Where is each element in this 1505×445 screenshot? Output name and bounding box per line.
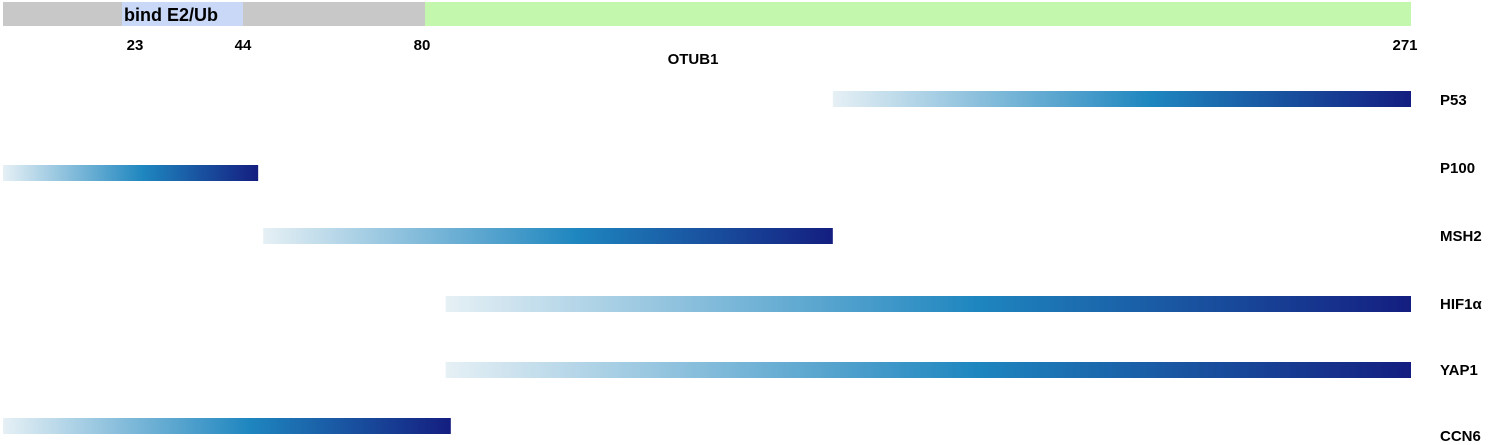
bar-p100 (3, 165, 259, 181)
protein-track: bind E2/Ub (3, 2, 1411, 26)
bind-e2-ub-label: bind E2/Ub (124, 5, 218, 25)
protein-name: OTUB1 (668, 51, 719, 68)
label-msh2: MSH2 (1440, 228, 1482, 245)
label-p100: P100 (1440, 160, 1475, 177)
label-p53: P53 (1440, 92, 1467, 109)
position-ticks: 23 44 80 271 (127, 37, 1418, 54)
otu-domain (425, 2, 1411, 26)
bar-ccn6 (3, 418, 451, 434)
interactor-bars (3, 91, 1412, 434)
tick-44: 44 (235, 37, 252, 54)
interactor-labels: P53 P100 MSH2 HIF1α YAP1 CCN6 (1440, 92, 1483, 445)
bar-yap1 (445, 362, 1412, 378)
label-ccn6: CCN6 (1440, 428, 1481, 445)
label-yap1: YAP1 (1440, 362, 1478, 379)
label-hif1a: HIF1α (1440, 296, 1483, 313)
bar-hif1a (445, 296, 1412, 312)
tick-80: 80 (414, 37, 431, 54)
bar-msh2 (263, 228, 833, 244)
bind-e2-ub-region (122, 2, 243, 26)
bar-p53 (832, 91, 1411, 107)
tick-271: 271 (1392, 37, 1417, 54)
tick-23: 23 (127, 37, 144, 54)
